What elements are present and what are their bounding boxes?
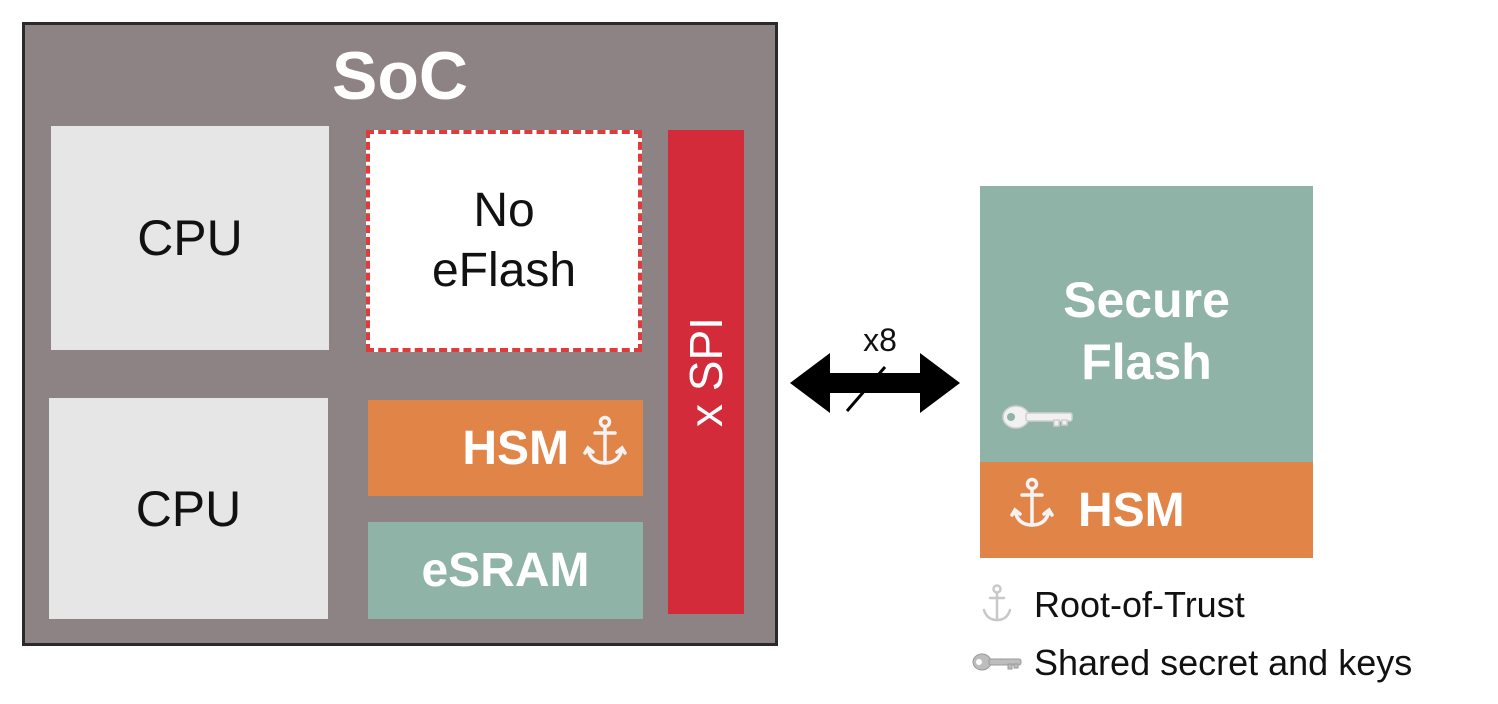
cpu-block-1: CPU (51, 126, 329, 350)
legend-root-of-trust: Root-of-Trust (1034, 584, 1245, 625)
soc-hsm-block: HSM (368, 400, 643, 496)
legend-anchor-icon (982, 584, 1012, 622)
secure-flash-line1: Secure (1063, 272, 1230, 328)
secure-flash-hsm-label: HSM (1078, 483, 1185, 537)
double-arrow-icon (790, 353, 960, 413)
legend-shared-secret: Shared secret and keys (1034, 642, 1413, 683)
no-eflash-line2: eFlash (431, 244, 577, 297)
cpu-block-2: CPU (49, 398, 328, 619)
no-eflash-block: No eFlash (366, 130, 642, 352)
secure-flash-label: Secure Flash (980, 266, 1313, 396)
secure-flash-line2: Flash (1081, 334, 1212, 390)
xspi-label: x SPI (680, 317, 732, 427)
soc-title: SoC (332, 38, 468, 114)
key-icon (1002, 405, 1073, 429)
anchor-icon (1010, 477, 1054, 543)
anchor-icon (583, 415, 627, 481)
esram-block: eSRAM (368, 522, 643, 619)
secure-flash-hsm-block: HSM (980, 462, 1313, 558)
xspi-block: x SPI (668, 130, 744, 614)
bus-width-label: x8 (863, 321, 897, 358)
soc-hsm-label: HSM (462, 421, 569, 475)
no-eflash-line1: No (473, 184, 535, 237)
legend-key-icon (972, 653, 1022, 671)
